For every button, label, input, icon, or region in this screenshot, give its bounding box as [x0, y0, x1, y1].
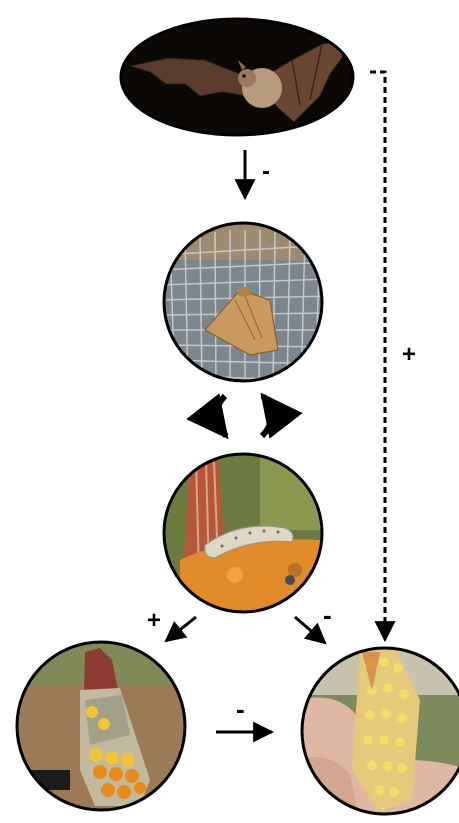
- moth-icon: [160, 220, 330, 390]
- edge-bat-moth: -: [245, 150, 270, 198]
- bat-node: [115, 15, 360, 140]
- sign-damaged-ear-healthy-ear: -: [236, 694, 245, 724]
- edge-bat-healthy-ear: +: [370, 72, 416, 640]
- healthy-ear-node: [300, 645, 459, 820]
- damaged-ear-node: [15, 640, 190, 815]
- moth-node: [160, 220, 330, 390]
- sign-bat-healthy-ear: +: [402, 341, 416, 368]
- healthy-corn-ear-icon: [300, 645, 459, 820]
- edge-larva-damaged-ear: +: [147, 607, 196, 641]
- bat-icon: [115, 15, 360, 140]
- sign-larva-damaged-ear: +: [147, 607, 161, 634]
- larva-node: [160, 450, 330, 620]
- larva-icon: [160, 450, 330, 620]
- edge-larva-healthy-ear: -: [295, 600, 332, 643]
- cycle-arrows-icon: [217, 396, 272, 436]
- sign-larva-healthy-ear: -: [323, 600, 332, 630]
- edge-damaged-ear-healthy-ear: -: [216, 694, 272, 732]
- sign-bat-moth: -: [262, 158, 270, 185]
- edge-moth-larva-cycle: [217, 396, 272, 436]
